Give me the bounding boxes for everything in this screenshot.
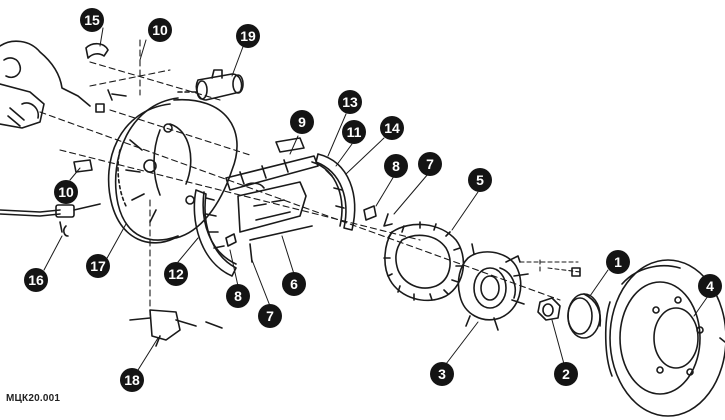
callout-18: 18: [120, 368, 144, 392]
stud-nut: [571, 267, 581, 277]
brake-shoe-front: [193, 189, 237, 277]
figure-code: МЦК20.001: [6, 393, 61, 404]
callout-17: 17: [86, 254, 110, 278]
callout-7b: 7: [258, 304, 282, 328]
callout-4: 4: [698, 274, 722, 298]
callout-13: 13: [338, 90, 362, 114]
callout-3: 3: [430, 362, 454, 386]
callout-12: 12: [164, 262, 188, 286]
brake-line: [0, 159, 101, 237]
hub-nut: [537, 297, 561, 321]
wheel-cylinder: [177, 69, 244, 101]
callout-8b: 8: [226, 284, 250, 308]
callout-7: 7: [418, 152, 442, 176]
callout-6: 6: [282, 272, 306, 296]
axle-housing: [0, 40, 91, 129]
hold-down-pins: [225, 205, 393, 263]
callout-2: 2: [554, 362, 578, 386]
wheel-hub: [457, 243, 529, 331]
callout-14: 14: [380, 116, 404, 140]
stud-lines: [519, 259, 581, 273]
callout-11: 11: [342, 120, 366, 144]
callout-15: 16: [24, 268, 48, 292]
callout-16: 15: [80, 8, 104, 32]
callout-19: 19: [236, 24, 260, 48]
backing-plate: [107, 97, 238, 244]
brake-drum: [604, 259, 725, 417]
callout-5: 5: [468, 168, 492, 192]
adjuster-strut: [225, 137, 319, 241]
abs-ring: [383, 221, 465, 302]
top-bolts: [85, 42, 127, 113]
cable-bracket: [129, 309, 223, 347]
callout-9: 9: [290, 110, 314, 134]
leader-lines: [43, 27, 709, 371]
dust-cap: [567, 293, 602, 339]
callout-1: 1: [606, 250, 630, 274]
callout-10b: 10: [54, 180, 78, 204]
brake-shoe-rear: [311, 153, 356, 231]
callout-8: 8: [384, 154, 408, 178]
callout-10: 10: [148, 18, 172, 42]
